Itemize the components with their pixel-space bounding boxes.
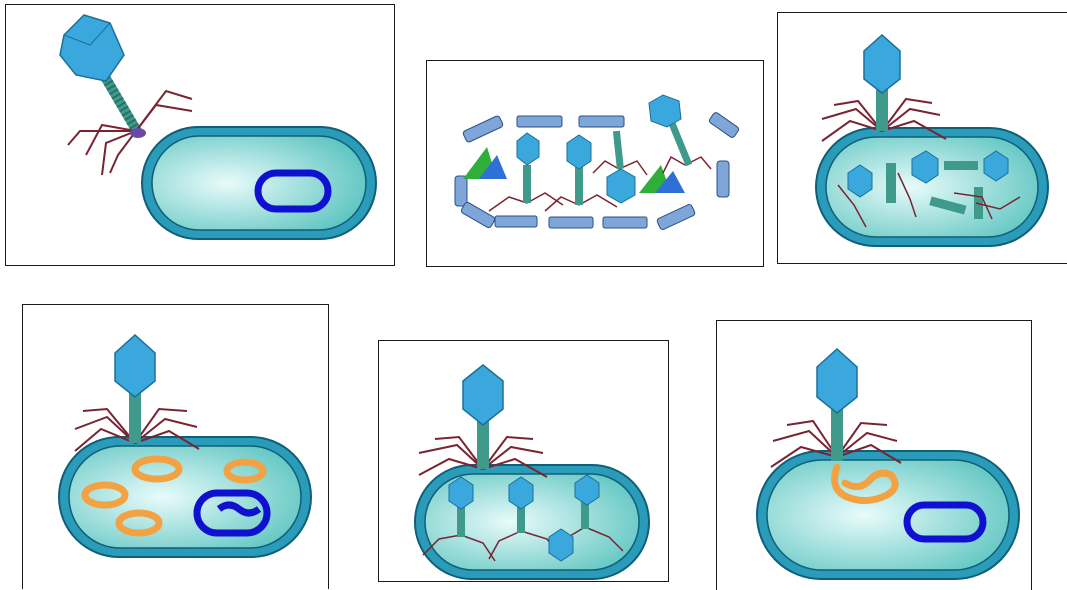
replication-illustration (23, 305, 329, 589)
panel-replication (22, 304, 329, 589)
panel-maturation (378, 340, 669, 582)
panel-dna-injection (716, 320, 1032, 590)
released-phages (489, 95, 711, 211)
infecting-phage (822, 35, 946, 141)
maturation-illustration (379, 341, 669, 582)
attachment-illustration (6, 5, 395, 266)
infecting-phage (75, 335, 199, 451)
bacterium (142, 127, 376, 239)
lysis-illustration (427, 61, 764, 267)
dna-injection-illustration (717, 321, 1032, 590)
infecting-phage (771, 349, 901, 467)
panel-lysis (426, 60, 764, 267)
bacterium (415, 465, 649, 579)
infecting-phage (419, 365, 547, 477)
assembly-illustration (778, 13, 1067, 264)
panel-assembly (777, 12, 1067, 264)
panel-attachment (5, 4, 395, 266)
bacterium (59, 437, 311, 557)
